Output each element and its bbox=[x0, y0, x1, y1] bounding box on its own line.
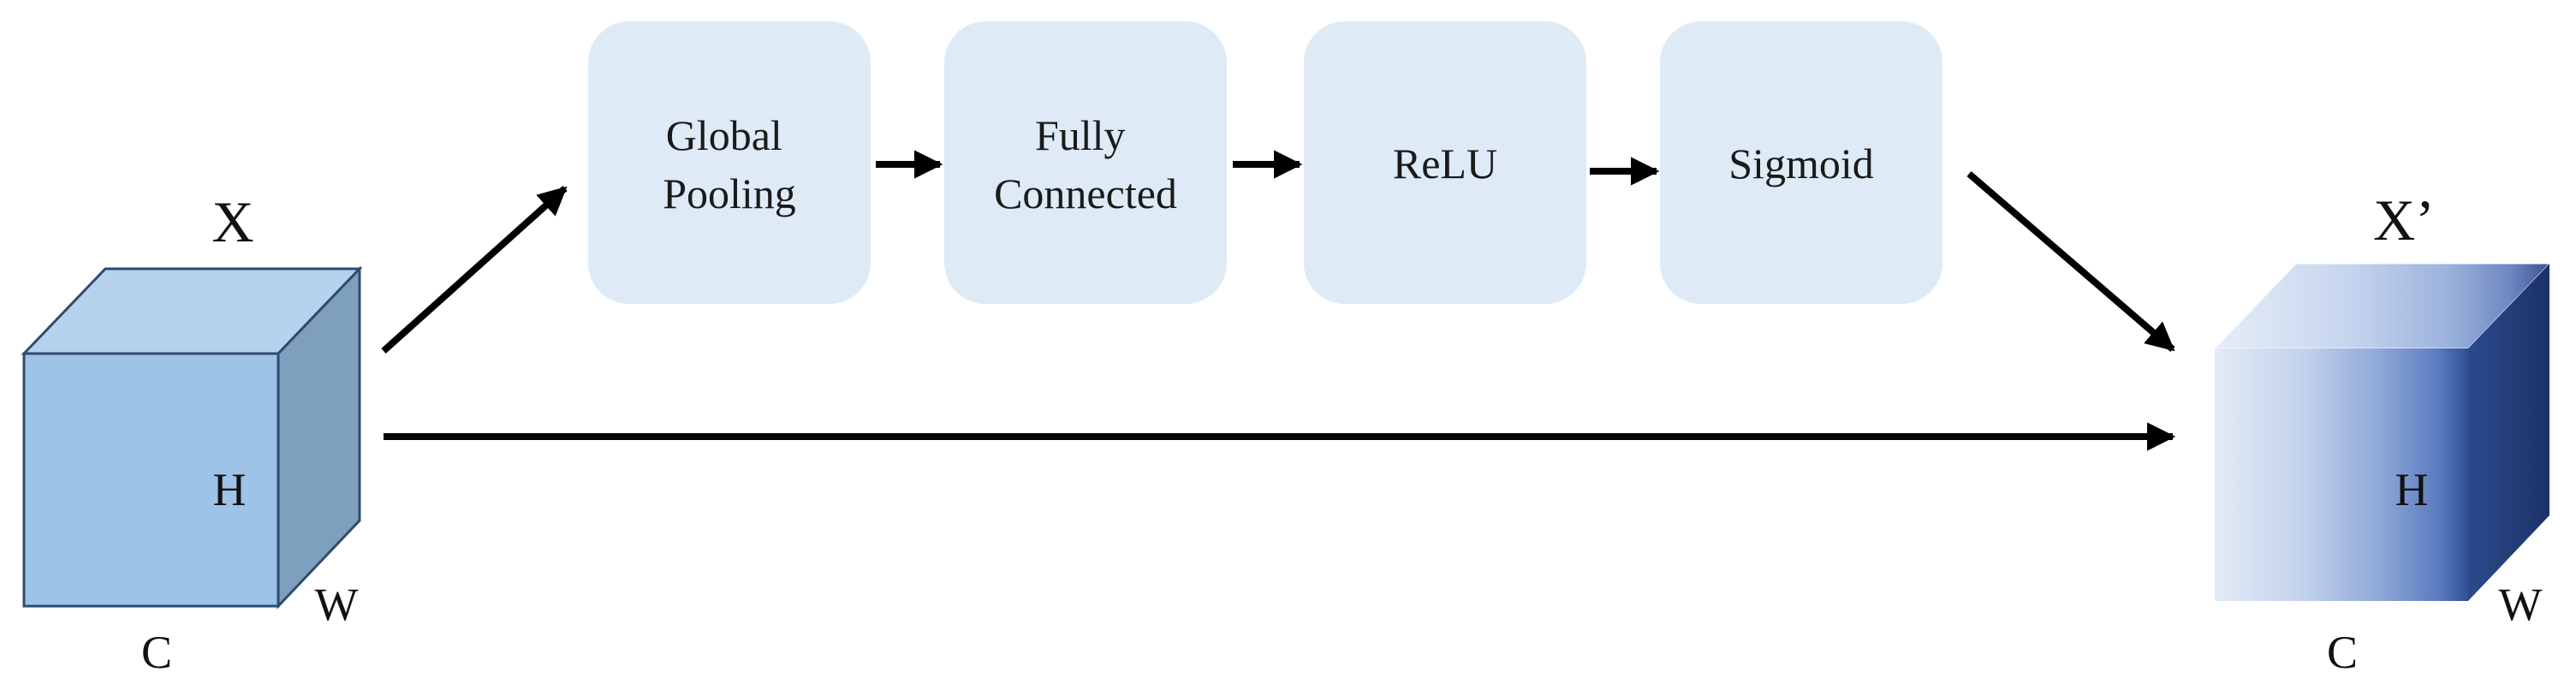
output-tensor-label: X’ bbox=[2373, 187, 2435, 253]
block-global-pooling: Global Pooling bbox=[588, 21, 871, 304]
input-dim-c-label: C bbox=[141, 627, 172, 678]
block-sigmoid-label: Sigmoid bbox=[1728, 140, 1873, 187]
block-sigmoid-box bbox=[1660, 21, 1942, 304]
block-relu: ReLU bbox=[1304, 21, 1586, 304]
input-dim-w-label: W bbox=[315, 579, 359, 630]
block-global-pooling-line-1: Global bbox=[666, 111, 782, 159]
block-relu-label: ReLU bbox=[1393, 140, 1497, 187]
arrows bbox=[381, 150, 2176, 451]
output-cube-front-face bbox=[2215, 348, 2468, 601]
input-cube-front-face bbox=[22, 352, 280, 608]
block-fully-connected-box bbox=[944, 21, 1227, 304]
block-sigmoid-line-1: Sigmoid bbox=[1728, 140, 1873, 187]
block-fully-connected-line-2: Connected bbox=[994, 170, 1177, 217]
block-fully-connected: Fully Connected bbox=[944, 21, 1227, 304]
arrow-sigmoid-to-output bbox=[1966, 170, 2175, 353]
output-dim-w-label: W bbox=[2499, 579, 2543, 630]
block-global-pooling-label: Global Pooling bbox=[663, 111, 796, 217]
output-cube-side-face bbox=[2468, 264, 2549, 601]
block-relu-box bbox=[1304, 21, 1586, 304]
arrow-input-to-pooling bbox=[381, 186, 568, 354]
input-dim-h-label: H bbox=[213, 464, 247, 515]
block-fully-connected-label: Fully Connected bbox=[994, 111, 1177, 217]
output-dim-c-label: C bbox=[2327, 627, 2358, 678]
output-tensor-cube bbox=[2213, 263, 2551, 601]
input-tensor-label: X bbox=[211, 189, 253, 254]
block-global-pooling-box bbox=[588, 21, 871, 304]
block-relu-line-1: ReLU bbox=[1393, 140, 1497, 187]
block-fully-connected-line-1: Fully bbox=[1035, 111, 1126, 159]
input-tensor-cube bbox=[21, 265, 363, 610]
block-global-pooling-line-2: Pooling bbox=[663, 170, 796, 217]
output-dim-h-label: H bbox=[2395, 464, 2429, 515]
block-sigmoid: Sigmoid bbox=[1660, 21, 1942, 304]
